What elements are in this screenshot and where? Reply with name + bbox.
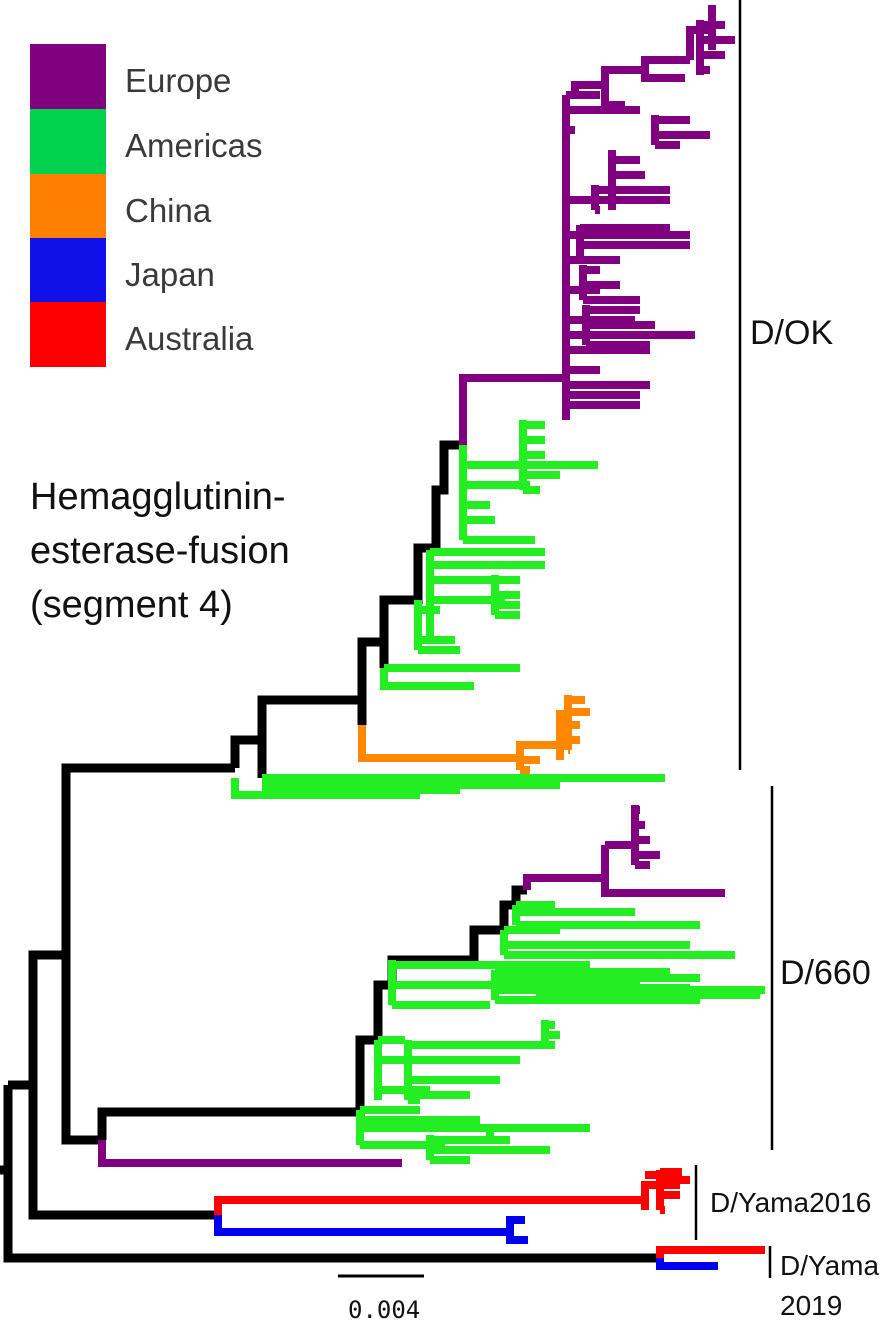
australia-2016	[214, 1171, 680, 1215]
title-line-3: (segment 4)	[30, 584, 233, 626]
tree-backbone-upper	[230, 695, 362, 778]
title-line-2: esterase-fusion	[30, 530, 290, 572]
americas-660-fan9	[356, 1106, 590, 1149]
americas-660-fan1	[512, 901, 700, 929]
legend-swatch-japan	[30, 238, 106, 303]
japan-2016	[214, 1215, 528, 1244]
tree-backbone-mid	[61, 763, 235, 1145]
clade-label-ok: D/OK	[750, 314, 834, 352]
china-tips	[520, 741, 540, 774]
clade-label-yama2019-line1: D/Yama	[780, 1250, 880, 1281]
europe-ok-stem	[459, 95, 570, 445]
legend-swatch-china	[30, 174, 106, 239]
figure-title: Hemagglutinin- esterase-fusion (segment …	[30, 470, 290, 632]
tree-branches-china	[358, 695, 590, 774]
europe-660-stem	[523, 845, 725, 897]
americas-660-fan8	[541, 1020, 560, 1049]
title-line-1: Hemagglutinin-	[30, 476, 286, 518]
legend-label-europe: Europe	[125, 62, 232, 99]
americas-ok-low	[380, 664, 520, 690]
legend-label-china: China	[125, 192, 212, 229]
scale-bar-label: 0.004	[348, 1296, 421, 1324]
clade-label-yama2016: D/Yama2016	[710, 1187, 872, 1218]
legend-label-australia: Australia	[125, 320, 254, 357]
legend-item-australia: Australia	[30, 302, 330, 367]
tree-branches-australia	[214, 1168, 765, 1258]
clade-label-660: D/660	[780, 954, 871, 992]
tree-branches-japan	[214, 1215, 718, 1270]
americas-660-fan5	[536, 974, 760, 1000]
americas-660-tip	[486, 1124, 588, 1138]
europe-ok-b2	[608, 150, 670, 210]
legend-item-japan: Japan	[30, 238, 330, 303]
americas-660-fan2	[500, 926, 735, 959]
tree-backbone	[0, 440, 660, 1263]
americas-ok-fan1	[459, 445, 535, 544]
legend-swatch-europe	[30, 44, 106, 109]
americas-660-fan7	[404, 1040, 545, 1104]
americas-660-fan3	[388, 960, 590, 1009]
legend-item-europe: Europe	[30, 44, 330, 109]
europe-ok-b6	[582, 305, 695, 349]
australia-2019	[656, 1246, 765, 1258]
europe-ok-b4	[576, 224, 690, 264]
americas-ok-fan3	[426, 548, 545, 644]
europe-ok-b5	[579, 265, 640, 304]
europe-ok-sub1	[571, 56, 690, 109]
clade-label-yama2019-line2: 2019	[780, 1290, 843, 1321]
europe-ok-b3	[591, 185, 670, 214]
tree-branches-americas	[231, 420, 765, 1164]
europe-ok-top2	[686, 5, 716, 60]
legend-swatch-australia	[30, 302, 106, 367]
americas-ok-fan2	[519, 420, 598, 494]
australia-2016-fan	[656, 1168, 690, 1214]
tree-root	[0, 1085, 660, 1263]
legend-label-americas: Americas	[125, 127, 263, 164]
tree-backbone-660	[97, 885, 527, 1140]
europe-660-basal	[98, 1140, 402, 1167]
americas-ok-fan4	[491, 575, 520, 619]
legend-item-china: China	[30, 174, 330, 239]
americas-660-fan6	[374, 1036, 480, 1100]
legend-item-americas: Americas	[30, 109, 330, 174]
legend-swatch-americas	[30, 109, 106, 174]
legend-label-japan: Japan	[125, 256, 215, 293]
tree-backbone-ok	[357, 440, 463, 700]
china-fan	[564, 695, 590, 754]
americas-ok-fan5	[414, 600, 460, 654]
tree-backbone-lower	[8, 950, 218, 1220]
europe-ok-b1	[651, 115, 710, 149]
tree-branches-europe	[98, 5, 735, 1167]
japan-2019	[656, 1258, 718, 1270]
americas-660-fan10	[426, 1135, 550, 1164]
americas-long	[231, 774, 665, 799]
clade-bars	[694, 0, 774, 1278]
europe-660-fan	[631, 805, 660, 869]
